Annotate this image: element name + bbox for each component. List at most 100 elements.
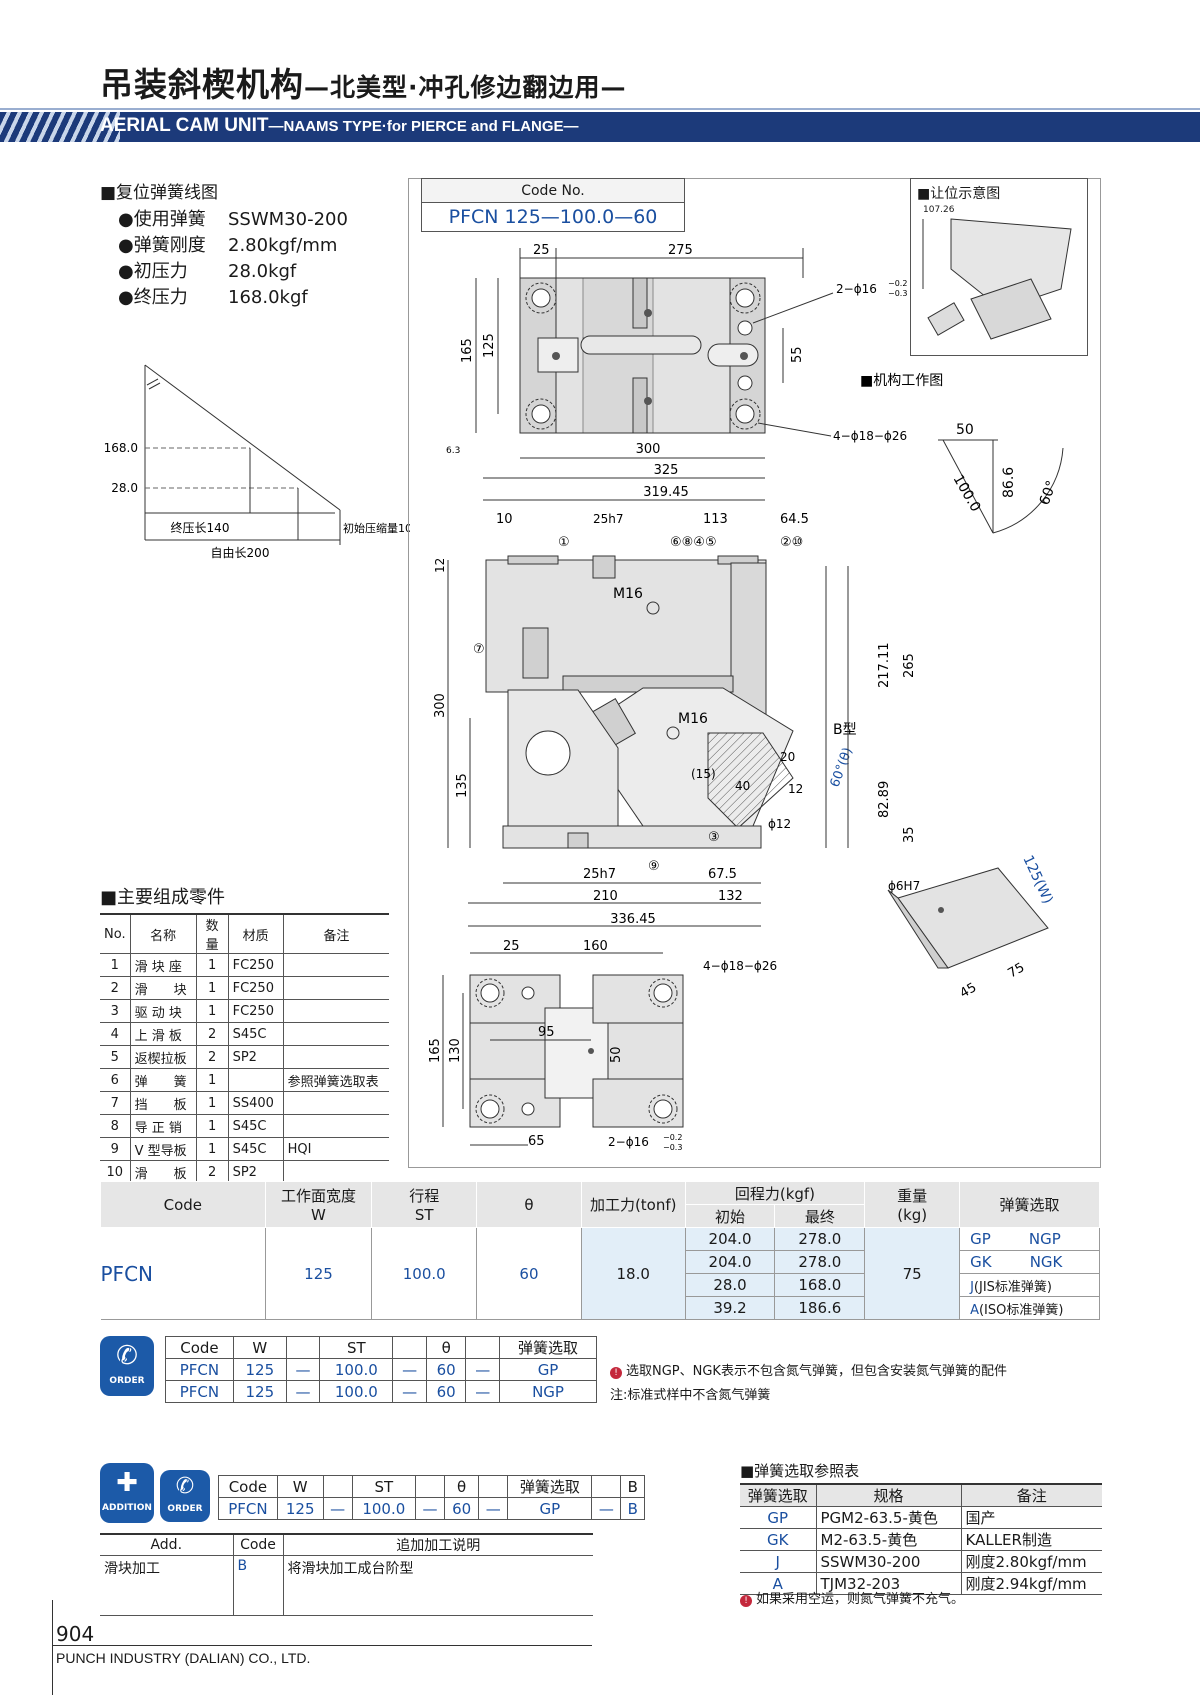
- svg-text:4−ϕ18−ϕ26: 4−ϕ18−ϕ26: [703, 959, 777, 973]
- svg-text:⑨: ⑨: [648, 859, 660, 874]
- table-row: 39.2 186.6 A(ISO标准弹簧): [101, 1296, 1100, 1320]
- svg-text:2−ϕ16: 2−ϕ16: [608, 1135, 649, 1149]
- svg-text:67.5: 67.5: [708, 867, 737, 882]
- svg-text:12: 12: [788, 782, 803, 796]
- svg-text:20: 20: [780, 750, 795, 764]
- svg-text:160: 160: [583, 939, 608, 954]
- svg-text:25h7: 25h7: [583, 867, 616, 882]
- svg-text:300: 300: [433, 693, 448, 718]
- dim-25: 25: [533, 243, 550, 258]
- technical-drawing: 25 275 165 125 55 2−ϕ16 −0.2 −0.3 4−ϕ18−…: [428, 243, 1064, 1152]
- footer-horizontal-rule: [52, 1645, 592, 1646]
- svg-text:135: 135: [455, 773, 470, 798]
- svg-text:217.11: 217.11: [877, 643, 892, 689]
- svg-text:ϕ6H7: ϕ6H7: [888, 879, 920, 893]
- svg-text:95: 95: [538, 1025, 555, 1040]
- order-note-1: !选取NGP、NGK表示不包含氮气弹簧，但包含安装氮气弹簧的配件: [610, 1360, 1007, 1379]
- svg-text:10: 10: [496, 512, 513, 527]
- svg-text:113: 113: [703, 512, 728, 527]
- svg-text:−0.3: −0.3: [663, 1143, 682, 1152]
- spring-ref-title: ■弹簧选取参照表: [740, 1462, 860, 1480]
- footer-vertical-rule: [52, 1600, 53, 1695]
- banner-stripes: [0, 112, 120, 142]
- svg-text:■机构工作图: ■机构工作图: [860, 373, 943, 389]
- svg-text:⑦: ⑦: [473, 642, 485, 657]
- dim-300: 300: [636, 442, 661, 457]
- svg-text:M16: M16: [613, 586, 643, 602]
- final-length-label: 终压长140: [171, 520, 230, 535]
- initial-compression-label: 初始压缩量10: [343, 521, 410, 535]
- order-icon: ✆ORDER: [100, 1336, 154, 1396]
- svg-text:60°(θ): 60°(θ): [828, 746, 856, 790]
- code-number-header: Code No.: [422, 179, 684, 203]
- banner-line: [0, 108, 1200, 110]
- order-note-2: 注:标准式样中不含氮气弹簧: [610, 1388, 771, 1403]
- svg-text:25h7: 25h7: [593, 512, 624, 526]
- svg-text:ϕ12: ϕ12: [768, 817, 791, 831]
- table-row: 204.0 278.0 GK NGK: [101, 1250, 1100, 1274]
- page-title: 吊装斜楔机构—北美型·冲孔修边翻边用—: [100, 65, 627, 104]
- hole-callout-2-phi16: 2−ϕ16: [836, 282, 877, 296]
- dim-55: 55: [790, 346, 805, 363]
- dim-275: 275: [668, 243, 693, 258]
- table-row: PFCN 125 100.0 60 18.0 204.0 278.0 75 GP…: [100, 1227, 1100, 1320]
- svg-text:75: 75: [1006, 960, 1028, 981]
- svg-text:−0.3: −0.3: [888, 289, 907, 298]
- svg-text:−0.2: −0.2: [888, 279, 907, 288]
- svg-text:82.89: 82.89: [877, 781, 892, 818]
- spring-ref-note: !如果采用空运，则氮气弹簧不充气。: [740, 1588, 964, 1607]
- svg-text:−0.2: −0.2: [663, 1133, 682, 1142]
- svg-text:50: 50: [956, 422, 974, 438]
- hole-callout-4-phi18: 4−ϕ18−ϕ26: [833, 429, 907, 443]
- slider-block-drawing: ϕ6H7 125(W) 75 45: [887, 853, 1056, 1001]
- alert-icon: !: [740, 1595, 752, 1607]
- addition-icon: ✚ADDITION: [100, 1463, 154, 1523]
- bottom-view: 25 160 4−ϕ18−ϕ26 95 50 165 130 65 2−ϕ16 …: [428, 939, 777, 1152]
- svg-text:100.0: 100.0: [950, 472, 984, 515]
- y-low-label: 28.0: [111, 481, 138, 495]
- work-diagram: ■机构工作图 50 100.0 86.6 60°: [860, 373, 1064, 534]
- top-view: 25 275 165 125 55 2−ϕ16 −0.2 −0.3 4−ϕ18−…: [446, 243, 907, 459]
- svg-text:325: 325: [654, 463, 679, 478]
- svg-text:86.6: 86.6: [1001, 467, 1017, 498]
- dim-125: 125: [482, 333, 497, 358]
- svg-text:60°: 60°: [1037, 479, 1061, 508]
- svg-text:⑥⑧④⑤: ⑥⑧④⑤: [670, 535, 717, 550]
- svg-text:125(W): 125(W): [1019, 853, 1055, 906]
- svg-text:B型: B型: [833, 722, 857, 738]
- spring-section-title: ■复位弹簧线图: [100, 183, 219, 203]
- table-row: 28.0 168.0 J(JIS标准弹簧): [101, 1273, 1100, 1297]
- code-number-value: PFCN 125—100.0—60: [448, 206, 658, 228]
- clearance-inset: ■让位示意图 107.26: [910, 178, 1088, 356]
- title-banner: [0, 112, 1200, 142]
- parts-section-title: ■主要组成零件: [100, 887, 226, 908]
- clearance-inset-title: ■让位示意图: [917, 186, 1001, 202]
- clearance-inset-dim: 107.26: [923, 205, 955, 215]
- svg-text:132: 132: [718, 889, 743, 904]
- svg-text:②⑩: ②⑩: [780, 535, 803, 550]
- svg-text:210: 210: [593, 889, 618, 904]
- svg-text:12: 12: [433, 558, 447, 573]
- svg-text:③: ③: [708, 830, 720, 845]
- english-title: AERIAL CAM UNIT—NAAMS TYPE·for PIERCE an…: [100, 115, 579, 136]
- svg-text:(15): (15): [691, 767, 716, 781]
